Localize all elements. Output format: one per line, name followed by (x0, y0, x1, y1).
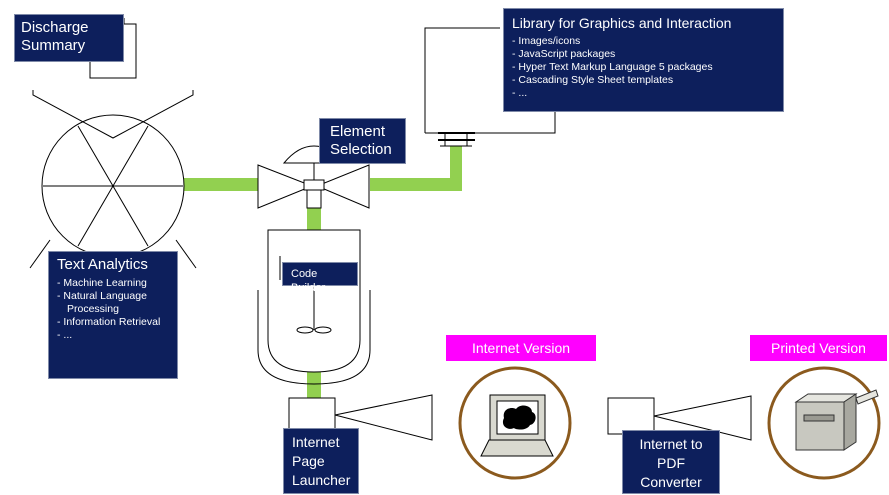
list-item: Images/icons (512, 35, 775, 48)
box-connectors (89, 18, 281, 280)
list-item: JavaScript packages (512, 48, 775, 61)
internet-version-label: Internet Version (446, 335, 596, 361)
pdf-converter-title: Internet to PDF Converter (639, 436, 703, 490)
discharge-summary-box: Discharge Summary (14, 14, 124, 62)
library-list: Images/icons JavaScript packages Hyper T… (512, 35, 775, 100)
printed-version-label: Printed Version (750, 335, 887, 361)
element-selection-box: Element Selection (319, 118, 406, 164)
internet-version-circle (458, 366, 572, 480)
list-item: Hyper Text Markup Language 5 packages (512, 61, 775, 74)
list-item: ... (57, 329, 169, 342)
page-launcher-box: Internet Page Launcher (283, 428, 359, 494)
launcher-device (288, 394, 433, 441)
mixer-vessel (29, 90, 197, 269)
library-box: Library for Graphics and Interaction Ima… (503, 8, 784, 112)
page-launcher-title: Internet Page Launcher (292, 434, 351, 488)
code-builder-box: Code Builder (282, 262, 358, 294)
mixer-hopper (32, 90, 194, 139)
pipe-valve-to-reactor (307, 208, 321, 232)
pipes (183, 146, 462, 398)
text-analytics-list: Machine Learning Natural Language Proces… (57, 277, 169, 342)
pipe-valve-to-library (370, 178, 462, 191)
pipe-mixer-to-valve (183, 178, 259, 191)
library-title: Library for Graphics and Interaction (512, 15, 732, 31)
text-analytics-title: Text Analytics (57, 256, 148, 273)
element-selection-title: Element Selection (330, 123, 392, 158)
pdf-converter-box: Internet to PDF Converter (622, 430, 720, 494)
pipe-reactor-to-launcher (307, 372, 321, 398)
list-item: Information Retrieval (57, 316, 169, 329)
printer-icon (794, 389, 879, 451)
converter-device (607, 395, 752, 441)
discharge-summary-title: Discharge Summary (21, 19, 89, 54)
code-builder-title: Code Builder (291, 268, 326, 294)
printed-version-circle (767, 366, 881, 480)
list-item: Machine Learning (57, 277, 169, 290)
library-connector (424, 27, 556, 147)
pipe-riser-library (450, 146, 462, 191)
list-item: Natural Language Processing (57, 290, 169, 316)
text-analytics-box: Text Analytics Machine Learning Natural … (48, 251, 178, 379)
reactor-icon (257, 229, 371, 385)
computer-icon (480, 394, 554, 457)
list-item: Cascading Style Sheet templates (512, 74, 775, 87)
list-item: ... (512, 87, 775, 100)
